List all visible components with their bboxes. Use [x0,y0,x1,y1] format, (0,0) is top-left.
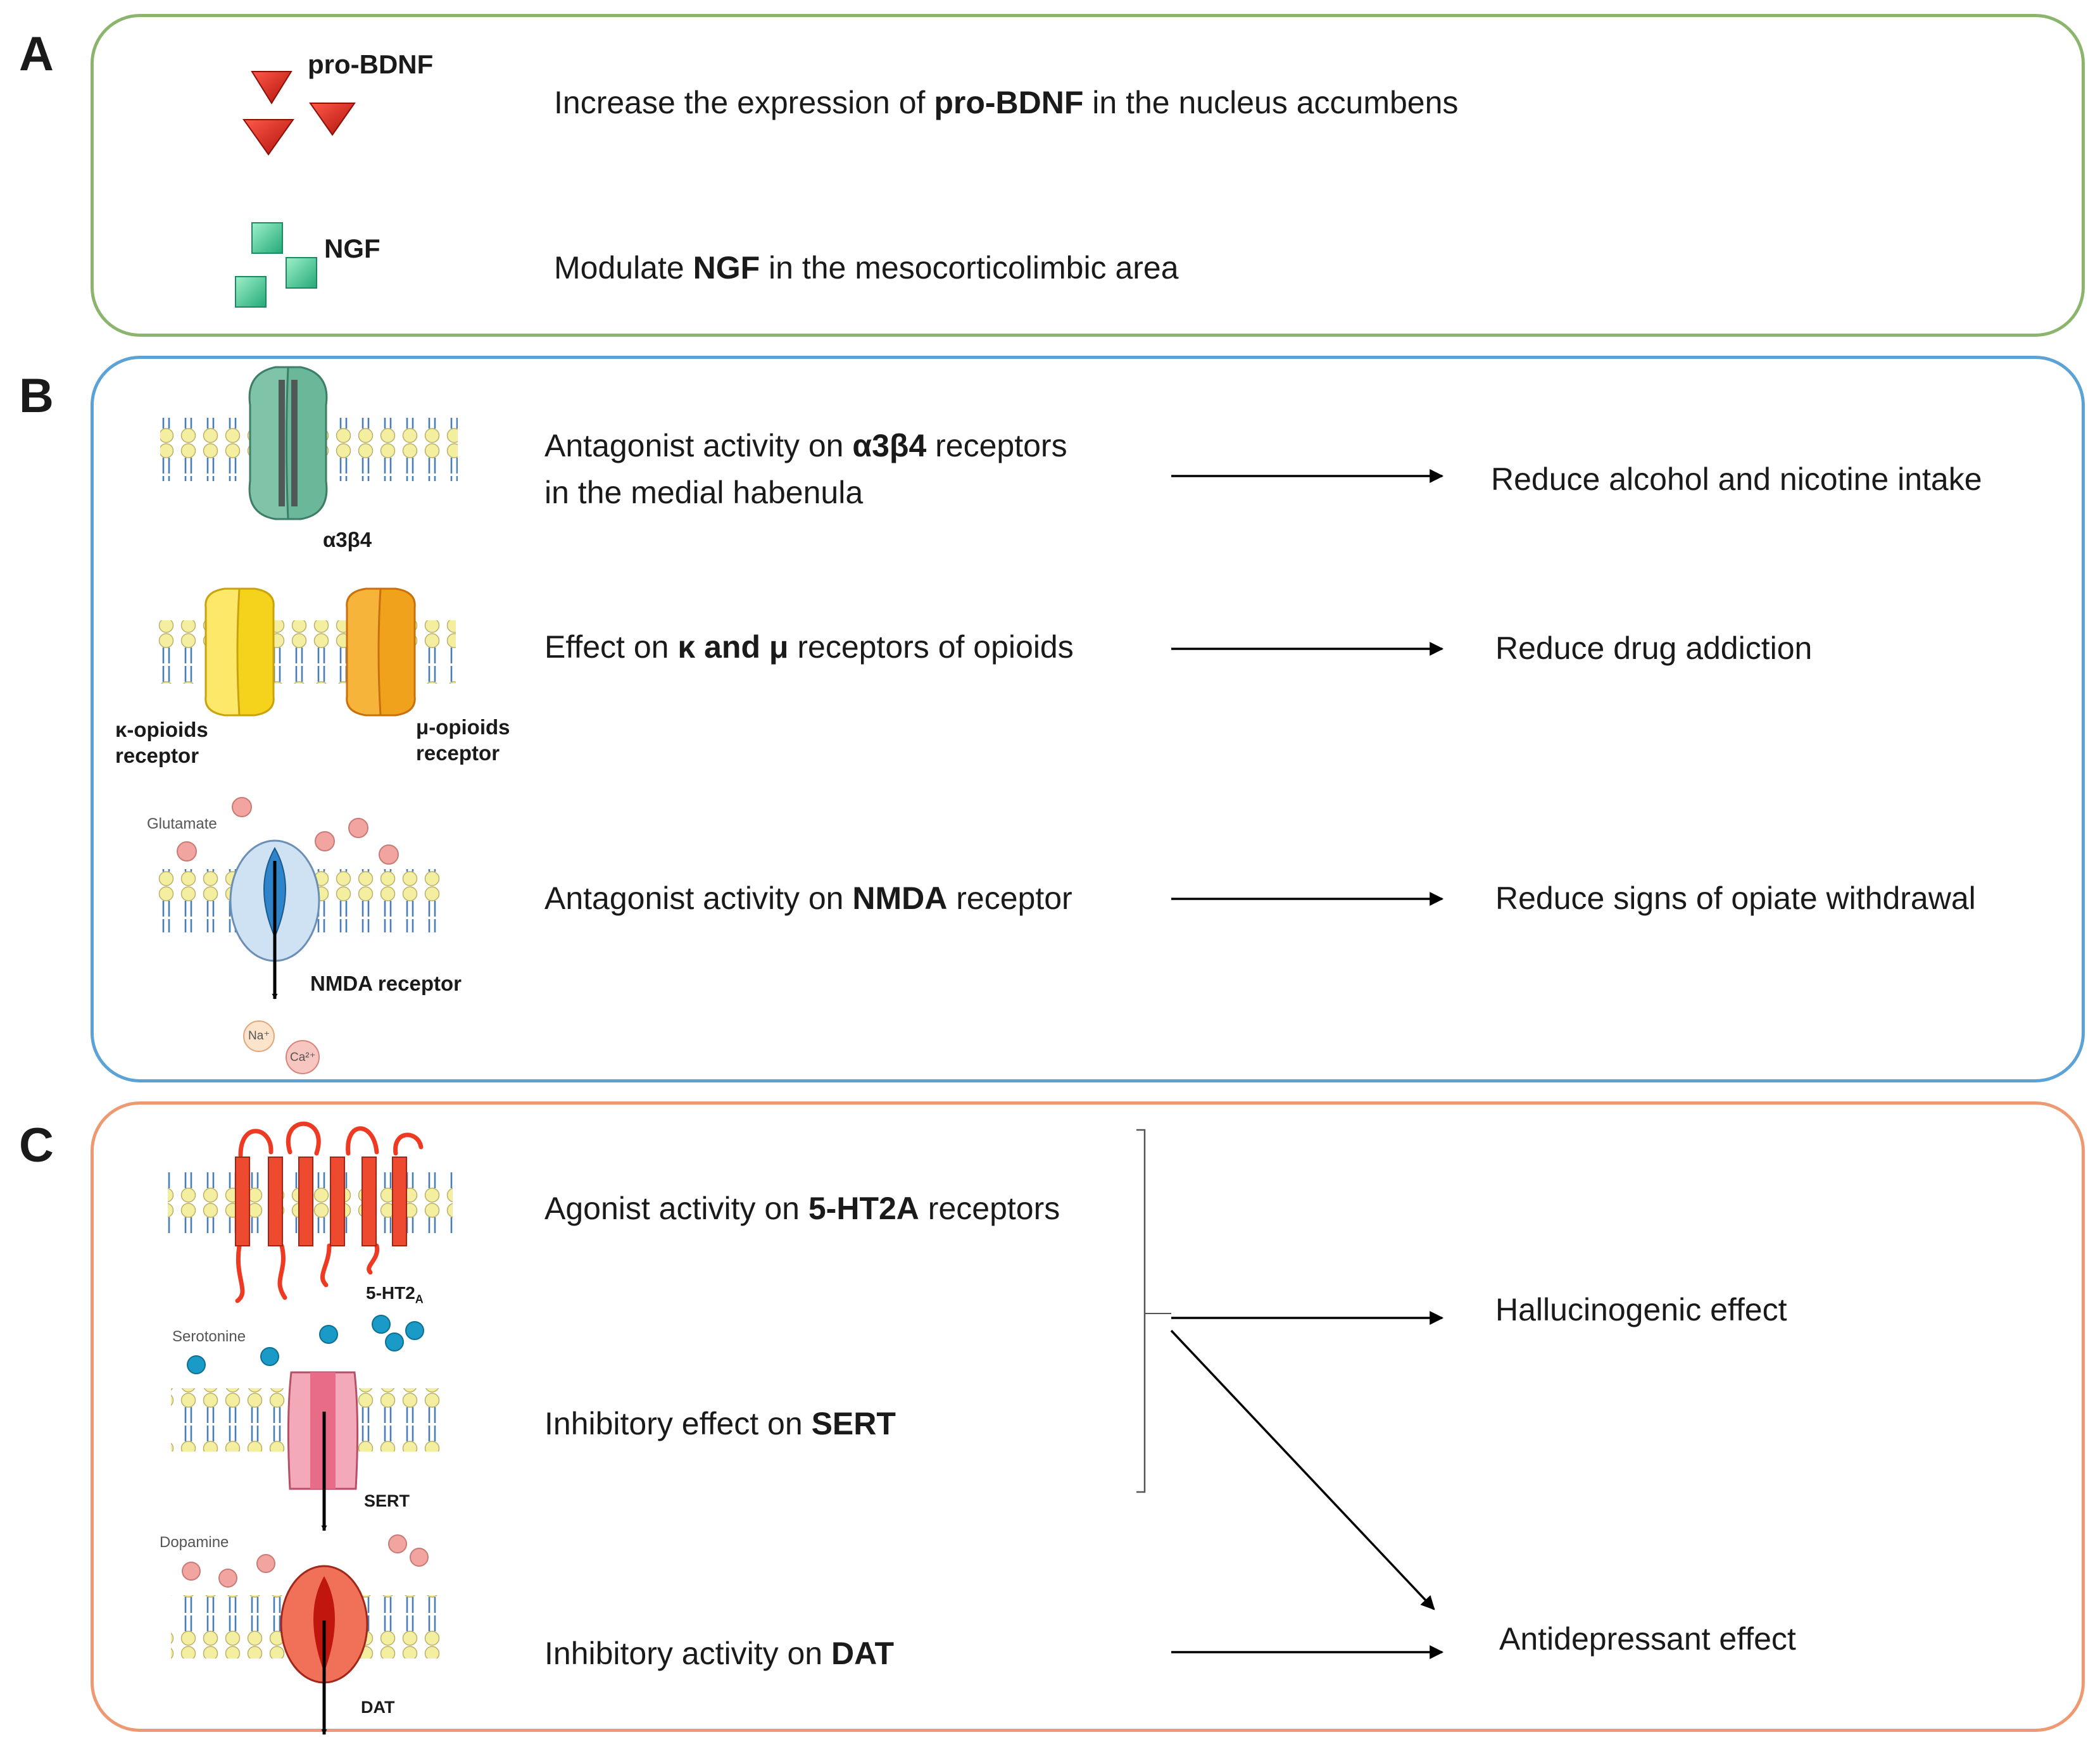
panel-b-row-1-text: Antagonist activity on α3β4 receptors in… [544,428,1067,510]
mu-opioid-receptor-icon [346,587,416,717]
panel-a-row-2-text: Modulate NGF in the mesocorticolimbic ar… [554,250,1179,285]
hallucinogenic-effect-label: Hallucinogenic effect [1495,1292,1787,1327]
panel-letter-c: C [19,1119,54,1172]
glutamate-molecules-icon [177,797,399,865]
antidepressant-effect-label: Antidepressant effect [1499,1621,1796,1657]
sert-transporter-icon [171,1371,446,1531]
mu-opioid-label: μ-opioids receptor [416,715,510,765]
dat-transporter-icon [171,1565,446,1735]
ngf-icon [235,222,317,308]
pro-bdnf-icon [242,71,356,156]
glutamate-label: Glutamate [147,815,217,832]
dopamine-label: Dopamine [160,1534,229,1551]
panel-c-row-1-text: Agonist activity on 5-HT2A receptors [544,1191,1060,1226]
panel-c-row-2-text: Inhibitory effect on SERT [544,1406,896,1441]
panel-b-row-3-effect: Reduce signs of opiate withdrawal [1495,881,1976,916]
na-ion-label: Na⁺ [248,1029,270,1043]
serotonin-molecules-icon [187,1315,424,1374]
panel-b-box [91,356,2085,1082]
panel-b-row-2-effect: Reduce drug addiction [1495,630,1813,666]
ion-circles-icon [243,1020,320,1074]
panel-c-box [91,1101,2085,1732]
panel-b-row-2-text: Effect on κ and μ receptors of opioids [544,629,1074,665]
sert-label: SERT [364,1491,410,1510]
nmda-receptor-label: NMDA receptor [310,972,462,995]
kappa-opioid-label: κ-opioids receptor [115,718,208,768]
panel-letter-a: A [19,27,54,81]
panel-c-row-3-text: Inhibitory activity on DAT [544,1636,895,1671]
serotonine-label: Serotonine [172,1328,246,1345]
ngf-label: NGF [324,234,380,263]
panel-b-row-1-effect: Reduce alcohol and nicotine intake [1491,461,1982,497]
panel-letter-b: B [19,369,54,423]
nmda-receptor-icon [155,839,443,1000]
dat-label: DAT [361,1698,395,1717]
5-ht2a-receptor-icon [168,1121,453,1303]
panel-a-row-1-text: Increase the expression of pro-BDNF in t… [554,85,1459,120]
ca-ion-label: Ca²⁺ [290,1051,316,1064]
5-ht2a-label: 5-HT2A [366,1283,424,1306]
pro-bdnf-label: pro-BDNF [308,49,434,79]
dopamine-molecules-icon [182,1534,429,1588]
alpha3beta4-label: α3β4 [323,528,372,551]
panel-a-box [91,14,2085,337]
arrow-c-diagonal [1170,1329,1435,1610]
bracket [1136,1129,1146,1493]
alpha3beta4-receptor-icon [160,366,458,520]
panel-b-row-3-text: Antagonist activity on NMDA receptor [544,881,1072,916]
